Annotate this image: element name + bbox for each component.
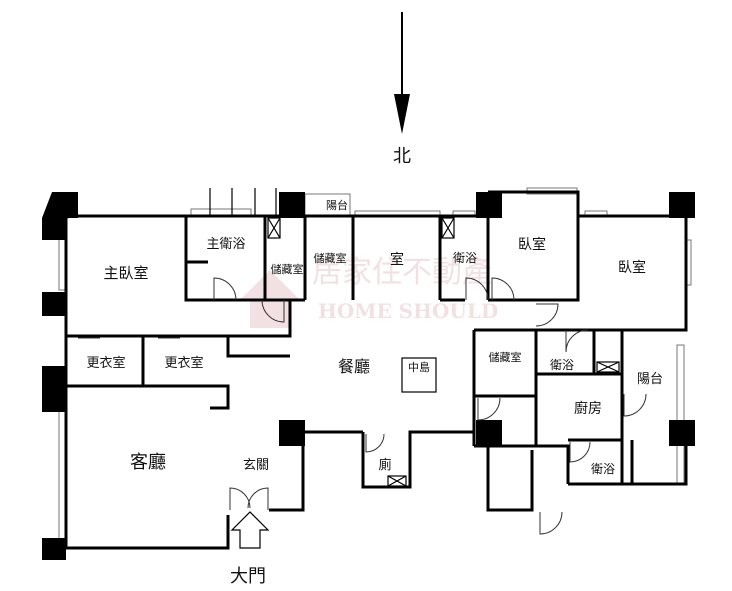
room-bath-mid: 衛浴 [550, 358, 574, 372]
room-bedroom-2: 臥室 [518, 236, 546, 253]
room-toilet: 廁 [378, 457, 391, 473]
room-kitchen: 廚房 [574, 400, 602, 417]
room-storage-1: 儲藏室 [271, 262, 304, 276]
kitchen-island [401, 357, 437, 393]
room-balcony-top: 陽台 [326, 198, 348, 212]
storage-cross-boxes [267, 217, 620, 487]
room-bath-top: 衛浴 [453, 251, 477, 265]
room-living: 客廳 [130, 452, 166, 473]
room-dining: 餐廳 [338, 357, 370, 376]
arrow-down-icon [394, 94, 410, 134]
watermark-text: 居家住不動產 [312, 255, 492, 290]
pillars [42, 192, 695, 560]
room-storage-3: 儲藏室 [489, 350, 522, 364]
room-balcony-right: 陽台 [637, 372, 663, 387]
room-storage-2: 儲藏室 [314, 251, 347, 265]
room-closet-1: 更衣室 [86, 355, 125, 371]
entrance-label: 大門 [230, 566, 266, 587]
north-label: 北 [393, 146, 411, 167]
room-master-bath: 主衛浴 [206, 237, 245, 252]
walls [64, 190, 688, 550]
room-foyer: 玄關 [243, 458, 269, 473]
watermark-subtext: HOME SHOULD [318, 299, 498, 323]
doors [78, 277, 647, 535]
room-closet-2: 更衣室 [164, 355, 203, 371]
room-bath-bottom: 衛浴 [591, 462, 615, 476]
watermark: 居家住不動產 HOME SHOULD [240, 255, 498, 328]
north-arrow [394, 12, 410, 134]
room-room: 室 [390, 251, 404, 268]
room-master-bedroom: 主臥室 [103, 264, 148, 282]
room-bedroom-3: 臥室 [618, 259, 646, 276]
window-balcony-right [676, 344, 685, 486]
entrance-arrow-icon [230, 511, 270, 549]
room-island: 中島 [408, 360, 430, 374]
